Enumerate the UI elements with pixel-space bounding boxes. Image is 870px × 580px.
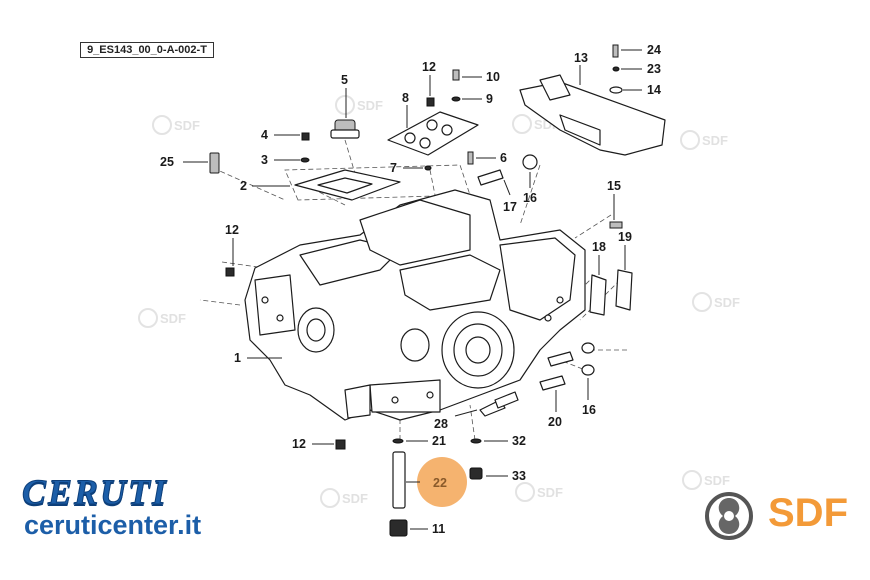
- callout-33[interactable]: 33: [512, 469, 526, 483]
- callout-8[interactable]: 8: [402, 91, 409, 105]
- bolt-20b: [539, 375, 566, 391]
- callout-16-top[interactable]: 16: [523, 191, 537, 205]
- callout-14[interactable]: 14: [647, 83, 661, 97]
- callout-7[interactable]: 7: [390, 161, 397, 175]
- transmission-housing: [244, 189, 586, 421]
- callout-16-bottom[interactable]: 16: [582, 403, 596, 417]
- watermark-sdf: SDF: [680, 130, 728, 150]
- callout-32[interactable]: 32: [512, 434, 526, 448]
- callout-22[interactable]: 22: [433, 476, 447, 490]
- svg-text:SDF: SDF: [342, 491, 368, 506]
- washer-9: [451, 96, 461, 102]
- plug-12-bottom: [335, 439, 346, 450]
- callout-12-bottom[interactable]: 12: [292, 437, 306, 451]
- watermark-sdf: SDF: [682, 470, 730, 490]
- washer-23: [612, 66, 620, 72]
- callout-20[interactable]: 20: [548, 415, 562, 429]
- washer-16b: [581, 364, 595, 376]
- seal-ring-16-top: [522, 154, 538, 170]
- watermark-sdf: SDF: [152, 115, 200, 135]
- svg-text:SDF: SDF: [174, 118, 200, 133]
- washer-14: [609, 86, 623, 94]
- plug-33: [469, 467, 483, 480]
- support-bracket: [519, 74, 666, 156]
- bolt-17: [477, 169, 504, 186]
- callout-24[interactable]: 24: [647, 43, 661, 57]
- washer-3: [300, 157, 310, 163]
- sdf-brand-text: SDF: [768, 491, 848, 535]
- watermark-sdf: SDF: [138, 308, 186, 328]
- fasteners: [209, 44, 633, 537]
- callout-5[interactable]: 5: [341, 73, 348, 87]
- callout-15[interactable]: 15: [607, 179, 621, 193]
- watermark-sdf: SDF: [335, 95, 383, 115]
- bolt-20a: [547, 351, 574, 367]
- cap-11: [389, 519, 408, 537]
- pin-6: [467, 151, 474, 165]
- valve-cover: [387, 111, 479, 156]
- svg-text:SDF: SDF: [357, 98, 383, 113]
- callout-19[interactable]: 19: [618, 230, 632, 244]
- ceruti-logo: CERUTI: [21, 472, 169, 512]
- tube-22: [392, 451, 406, 509]
- plug-12-left: [225, 267, 235, 277]
- watermarks: SDF SDF SDF SDF SDF SDF SDF SDF SDF: [138, 95, 740, 508]
- ceruti-website[interactable]: ceruticenter.it: [24, 510, 202, 540]
- filler-cap: [330, 119, 360, 139]
- screw-10: [452, 69, 460, 81]
- callout-11[interactable]: 11: [432, 522, 445, 536]
- callout-23[interactable]: 23: [647, 62, 661, 76]
- pin-15: [609, 221, 623, 229]
- callout-18[interactable]: 18: [592, 240, 606, 254]
- svg-text:SDF: SDF: [160, 311, 186, 326]
- svg-text:SDF: SDF: [537, 485, 563, 500]
- watermark-sdf: SDF: [515, 482, 563, 502]
- callout-12-top[interactable]: 12: [422, 60, 436, 74]
- screw-4: [301, 132, 310, 141]
- plug-12-top: [426, 97, 435, 107]
- callout-1[interactable]: 1: [234, 351, 241, 365]
- o-ring-21: [392, 438, 404, 444]
- screw-24: [612, 44, 619, 58]
- bolt-28b: [494, 391, 519, 409]
- callouts: 5 4 3 2 25 8 12 10 9 7 6 13 24 23 14 16 …: [160, 43, 661, 536]
- svg-text:SDF: SDF: [702, 133, 728, 148]
- callout-4[interactable]: 4: [261, 128, 268, 142]
- callout-3[interactable]: 3: [261, 153, 268, 167]
- gasket-18: [589, 274, 607, 316]
- callout-10[interactable]: 10: [486, 70, 500, 84]
- svg-text:SDF: SDF: [714, 295, 740, 310]
- watermark-sdf: SDF: [692, 292, 740, 312]
- top-cover-plate: [294, 169, 401, 201]
- callout-2[interactable]: 2: [240, 179, 247, 193]
- o-ring-32: [470, 438, 482, 444]
- plate-19: [615, 269, 633, 311]
- drawing-id-label: 9_ES143_00_0-A-002-T: [80, 42, 214, 58]
- svg-text:SDF: SDF: [704, 473, 730, 488]
- callout-9[interactable]: 9: [486, 92, 493, 106]
- callout-13[interactable]: 13: [574, 51, 588, 65]
- highlight-part-22[interactable]: [417, 457, 467, 507]
- callout-17[interactable]: 17: [503, 200, 517, 214]
- callout-12-left[interactable]: 12: [225, 223, 239, 237]
- stud-25: [209, 152, 220, 174]
- callout-25[interactable]: 25: [160, 155, 174, 169]
- watermark-sdf: SDF: [320, 488, 368, 508]
- callout-6[interactable]: 6: [500, 151, 507, 165]
- sdf-logo-icon: [705, 492, 753, 540]
- callout-28[interactable]: 28: [434, 417, 448, 431]
- leader-lines: [183, 49, 642, 530]
- callout-21[interactable]: 21: [432, 434, 446, 448]
- washer-16a: [581, 342, 595, 354]
- washer-7: [424, 165, 432, 171]
